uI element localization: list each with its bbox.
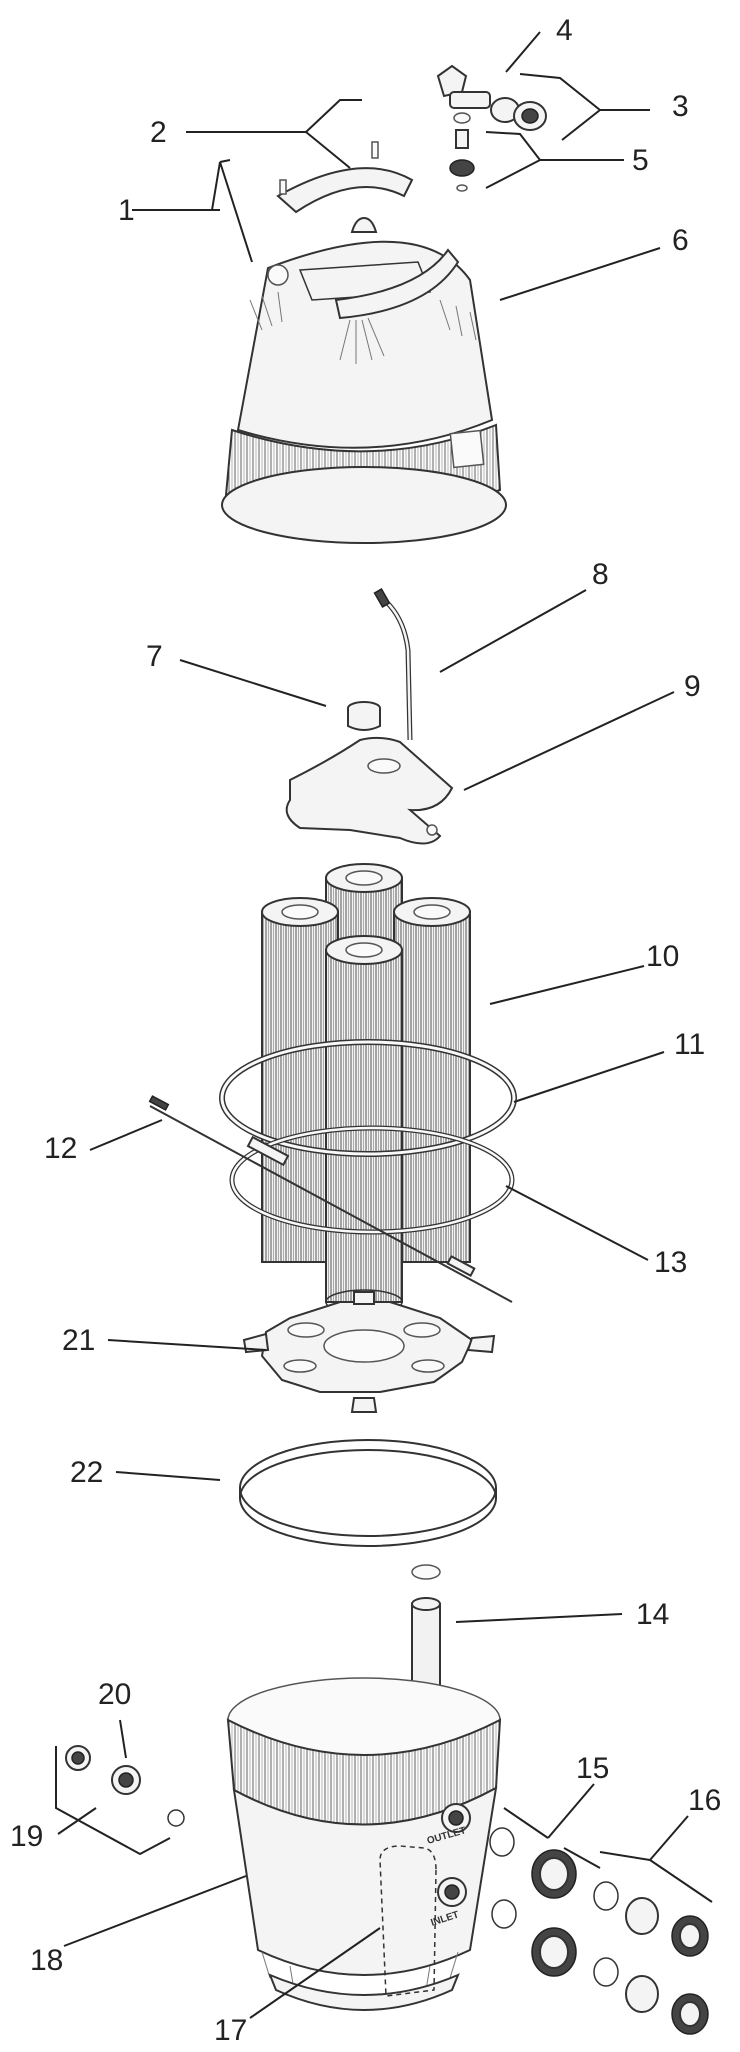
callout-3: 3 [672,90,689,123]
union-adapters [489,1827,577,1977]
callout-6: 6 [672,224,689,257]
leader-lines [55,31,713,2019]
callout-14: 14 [636,1598,669,1631]
callout-21: 21 [62,1324,95,1357]
band-tension-rod [148,1095,513,1303]
filter-lid [221,216,507,544]
callout-1: 1 [118,194,135,227]
union-tail-pieces [593,1881,709,2035]
callout-17: 17 [214,2014,247,2047]
air-relief-valve [449,112,475,192]
callout-11: 11 [674,1028,705,1061]
callout-7: 7 [146,640,163,673]
callout-19: 19 [10,1820,43,1853]
callout-20: 20 [98,1678,131,1711]
filter-cartridges [261,863,471,1315]
callout-18: 18 [30,1944,63,1977]
callout-8: 8 [592,558,609,591]
callout-15: 15 [576,1752,609,1785]
callout-2: 2 [150,116,167,149]
callout-9: 9 [684,670,701,703]
air-bleed-tube [373,588,413,741]
callout-numbers: 1 2 3 4 5 6 7 8 9 10 11 12 13 14 15 16 1… [10,14,721,2047]
lower-manifold [242,1291,496,1413]
lid-handle [276,141,460,320]
air-bleed-collar [347,701,381,731]
tank-o-ring [239,1439,497,1547]
callout-12: 12 [44,1132,77,1165]
callout-10: 10 [646,940,679,973]
callout-4: 4 [556,14,573,47]
cartridge-band-upper [219,1039,517,1157]
cartridge-band-lower [229,1125,515,1235]
filter-tank-body: OUTLET INLET [226,1677,502,2011]
callout-16: 16 [688,1784,721,1817]
pressure-gauge-fitting [436,64,547,131]
callout-13: 13 [654,1246,687,1279]
drain-assembly [65,1745,185,1827]
upper-manifold [285,736,454,845]
callout-22: 22 [70,1456,103,1489]
callout-5: 5 [632,144,649,177]
